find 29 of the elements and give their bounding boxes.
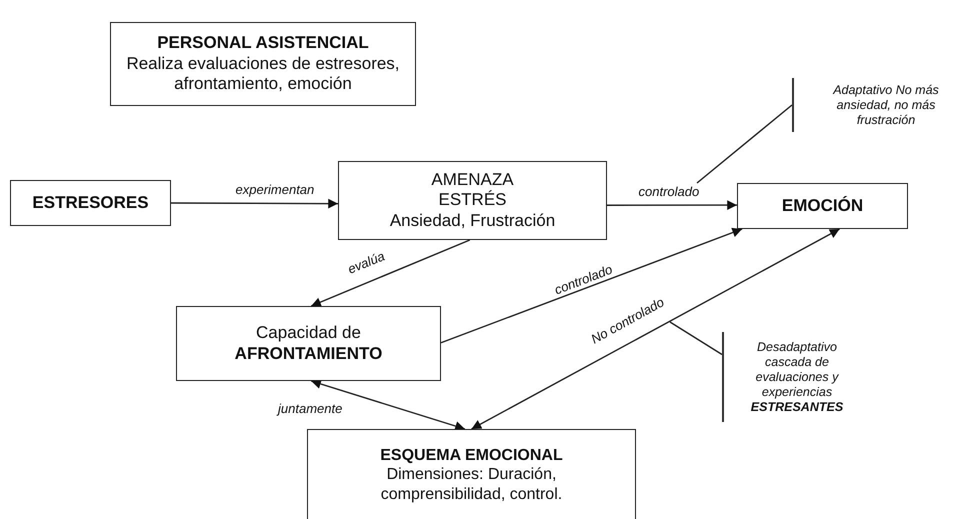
note-text: Desadaptativo cascada de evaluaciones y experiencias ESTRESANTES [750,340,844,414]
node-text: Realiza evaluaciones de estresores, afrontamiento, emoción [125,54,401,95]
staff-box [110,22,416,106]
node-text: EMOCIÓN [782,196,864,216]
process-box [176,306,441,381]
node-text: ESTRESORES [32,192,149,214]
node-text: Capacidad de AFRONTAMIENTO [234,323,382,364]
node-text: ESTRÉS [438,190,507,211]
arrow [310,379,466,431]
node-text: ESQUEMA EMOCIONAL [380,446,563,466]
arrow [310,239,470,307]
leader-line [670,321,722,356]
node-text: Dimensiones: Duración, comprensibilidad, control. [380,465,564,504]
node-text: AMENAZA [431,170,514,190]
note-text: Adaptativo No más ansiedad, no más frustración [832,82,940,128]
arrow [440,228,742,344]
edge-label: juntamente [276,400,344,416]
node-text: PERSONAL ASISTENCIAL [157,33,369,54]
arrow [607,200,737,210]
process-box [307,429,636,519]
edge-label: controlado [636,184,702,198]
leader-line [696,104,792,184]
process-box [737,183,908,229]
process-box [338,161,607,240]
edge-label: experimentan [234,182,316,196]
node-text: Ansiedad, Frustración [390,210,556,232]
arrow [171,198,338,209]
arrow [471,228,840,430]
process-box [10,180,171,226]
